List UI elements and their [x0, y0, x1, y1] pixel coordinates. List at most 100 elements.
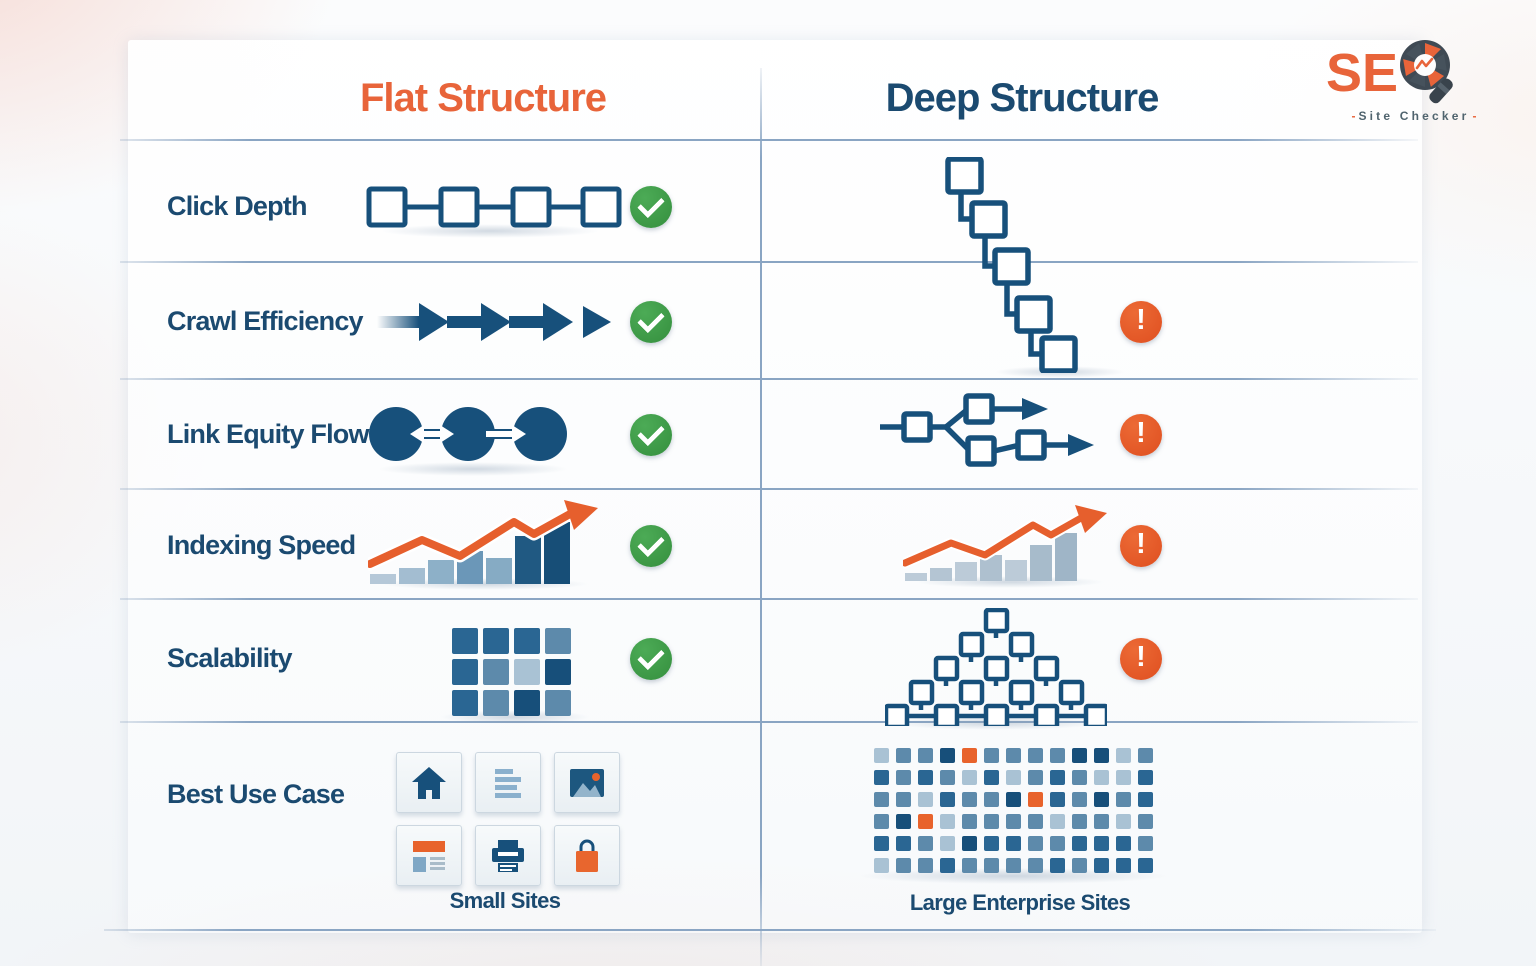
- comparison-card: [128, 40, 1422, 933]
- row-label-click-depth: Click Depth: [167, 191, 308, 221]
- row-divider-line: [120, 488, 1418, 490]
- deep-enterprise-grid-icon: [874, 748, 1153, 873]
- tagline-dash: -: [1472, 109, 1477, 123]
- flat-best-use-tiles: [396, 752, 620, 886]
- deep-scalability-pyramid-icon: [885, 608, 1107, 726]
- grid-cell: [940, 792, 955, 807]
- grid-cell: [984, 770, 999, 785]
- flat-indexing-speed-chart-icon: [368, 500, 598, 584]
- grid-cell: [918, 770, 933, 785]
- grid-cell: [896, 748, 911, 763]
- row-label-indexing-speed: Indexing Speed: [167, 530, 356, 560]
- grid-cell: [962, 792, 977, 807]
- exclamation-glyph: !: [1136, 641, 1146, 673]
- grid-cell: [1094, 770, 1109, 785]
- row-label-best-use-case: Best Use Case: [167, 779, 345, 809]
- grid-cell: [1116, 836, 1131, 851]
- grid-cell: [940, 748, 955, 763]
- grid-cell: [962, 770, 977, 785]
- grid-cell: [874, 836, 889, 851]
- grid-cell: [984, 792, 999, 807]
- grid-cell: [1006, 858, 1021, 873]
- tick-mark: [637, 418, 665, 447]
- tile: [396, 752, 462, 813]
- grid-cell: [1072, 836, 1087, 851]
- row-divider-line: [120, 261, 1418, 263]
- grid-cell: [1050, 770, 1065, 785]
- grid-cell: [874, 770, 889, 785]
- grid-cell: [1050, 814, 1065, 829]
- alert-icon: !: [1120, 638, 1162, 680]
- grid-cell: [1138, 836, 1153, 851]
- tick-mark: [637, 529, 665, 558]
- image-icon: [570, 768, 604, 797]
- deep-indexing-speed-chart-icon: [903, 505, 1107, 581]
- grid-cell: [984, 858, 999, 873]
- grid-cell: [918, 858, 933, 873]
- exclamation-glyph: !: [1136, 417, 1146, 449]
- tagline-dash: -: [1351, 109, 1356, 123]
- grid-cell: [940, 858, 955, 873]
- grid-cell: [918, 836, 933, 851]
- grid-cell: [483, 690, 509, 716]
- grid-cell: [1028, 858, 1043, 873]
- grid-cell: [940, 836, 955, 851]
- grid-cell: [483, 628, 509, 654]
- grid-cell: [1072, 770, 1087, 785]
- deep-caption: Large Enterprise Sites: [909, 890, 1131, 915]
- grid-cell: [1028, 770, 1043, 785]
- grid-cell: [1138, 858, 1153, 873]
- grid-cell: [1050, 836, 1065, 851]
- tile: [554, 825, 620, 886]
- grid-cell: [1028, 792, 1043, 807]
- tagline-text: Site Checker: [1358, 109, 1470, 123]
- grid-cell: [918, 748, 933, 763]
- grid-cell: [1050, 792, 1065, 807]
- grid-cell: [940, 814, 955, 829]
- check-icon: [630, 414, 672, 456]
- grid-cell: [984, 836, 999, 851]
- flat-click-depth-chain-icon: [366, 186, 622, 228]
- grid-cell: [1094, 748, 1109, 763]
- grid-cell: [918, 814, 933, 829]
- grid-cell: [483, 659, 509, 685]
- grid-cell: [452, 659, 478, 685]
- grid-cell: [1028, 748, 1043, 763]
- row-label-crawl-efficiency: Crawl Efficiency: [167, 306, 364, 336]
- row-divider-line: [120, 378, 1418, 380]
- grid-cell: [874, 858, 889, 873]
- tile: [475, 752, 541, 813]
- document-lines-icon: [495, 768, 521, 798]
- grid-cell: [896, 770, 911, 785]
- grid-cell: [514, 659, 540, 685]
- header-divider-line: [120, 139, 1418, 141]
- bottom-divider-line: [104, 929, 1436, 931]
- logo-tagline: - Site Checker -: [1326, 109, 1502, 123]
- grid-cell: [1072, 858, 1087, 873]
- grid-cell: [896, 814, 911, 829]
- grid-cell: [1006, 792, 1021, 807]
- grid-cell: [514, 628, 540, 654]
- grid-cell: [962, 836, 977, 851]
- logo-text: SE: [1326, 43, 1399, 103]
- flat-link-equity-dumbbell-icon: [369, 407, 567, 461]
- grid-cell: [1138, 814, 1153, 829]
- magnifier-aperture-icon: [1400, 40, 1453, 104]
- grid-cell: [940, 770, 955, 785]
- grid-cell: [514, 690, 540, 716]
- grid-cell: [984, 814, 999, 829]
- grid-cell: [1006, 814, 1021, 829]
- grid-cell: [1094, 792, 1109, 807]
- logo-wordmark: SE: [1326, 38, 1502, 108]
- grid-cell: [1072, 814, 1087, 829]
- grid-cell: [874, 814, 889, 829]
- check-icon: [630, 525, 672, 567]
- grid-cell: [1072, 792, 1087, 807]
- grid-cell: [1028, 836, 1043, 851]
- column-divider-line: [760, 68, 762, 966]
- tile: [396, 825, 462, 886]
- printer-icon: [492, 839, 524, 872]
- grid-cell: [896, 792, 911, 807]
- grid-cell: [452, 628, 478, 654]
